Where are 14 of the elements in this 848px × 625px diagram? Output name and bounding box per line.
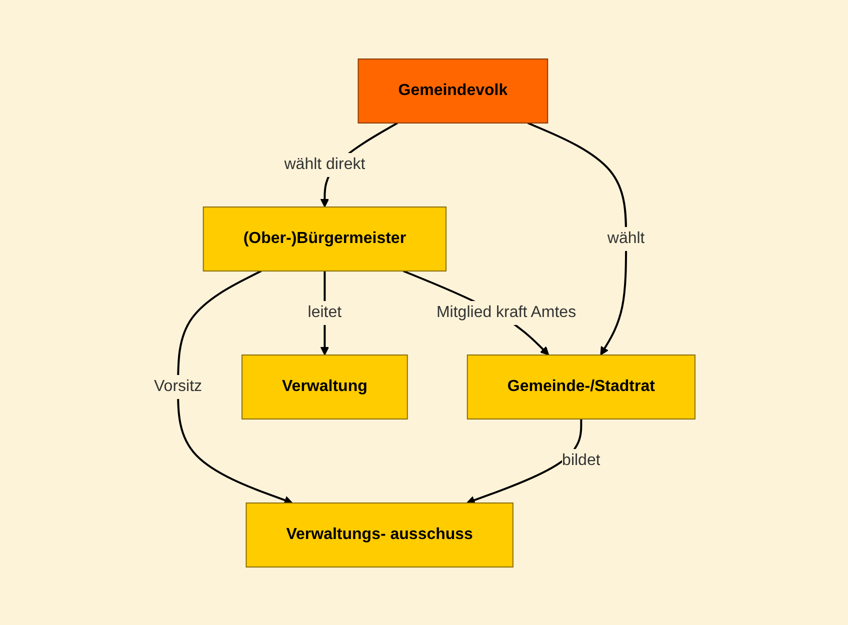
edge-label: wählt direkt (284, 156, 365, 172)
arrow (466, 418, 582, 504)
node-box: Gemeinde-/Stadtrat (466, 354, 695, 419)
node-box: Gemeindevolk (357, 58, 548, 123)
node-box: Verwaltungs- ausschuss (245, 502, 513, 567)
arrow (526, 122, 627, 355)
edge-label: Mitglied kraft Amtes (436, 304, 576, 320)
edge-label: bildet (562, 452, 600, 468)
node-box: (Ober-)Bürgermeister (202, 206, 446, 271)
edge-label: wählt (606, 230, 644, 246)
arrow (176, 270, 292, 504)
node-box: Verwaltung (241, 354, 408, 419)
edge-label: Vorsitz (154, 378, 202, 394)
edge-label: leitet (307, 304, 342, 320)
